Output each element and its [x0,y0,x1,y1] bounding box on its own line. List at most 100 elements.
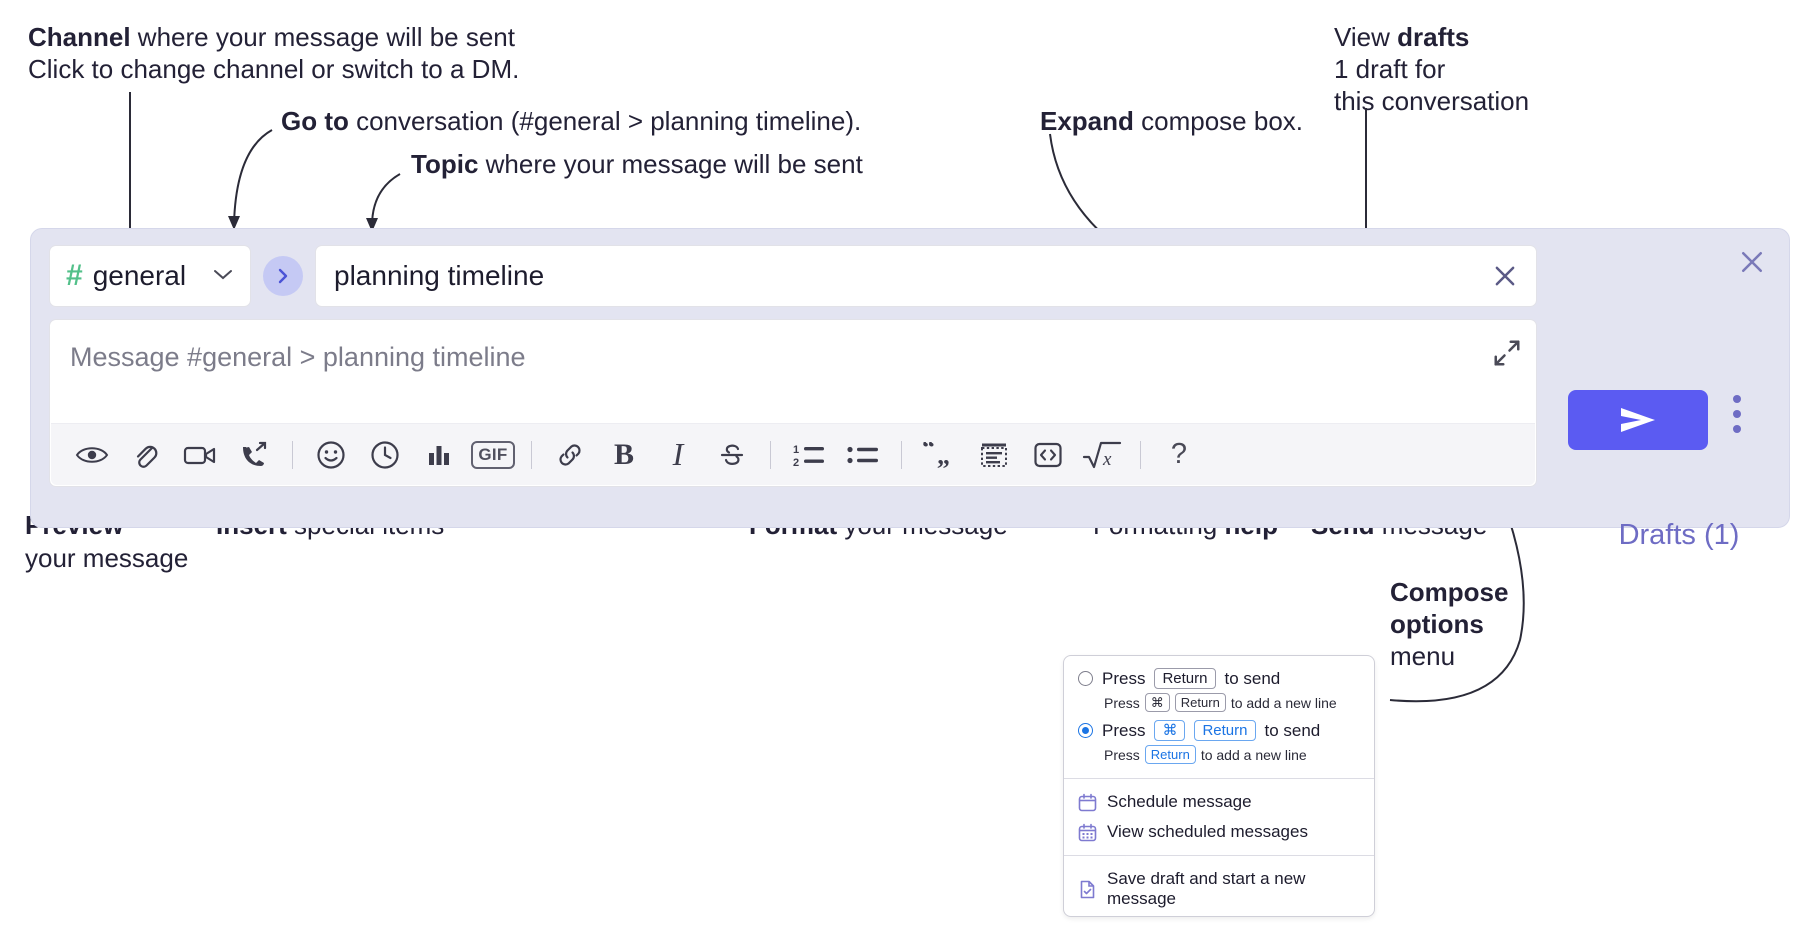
send-paper-plane-icon [1621,408,1655,432]
math-button[interactable]: x [1075,432,1129,478]
channel-selector[interactable]: # general [49,245,251,307]
send-button[interactable] [1568,390,1708,450]
more-vertical-icon-dot [1733,395,1741,403]
menu-item-label: View scheduled messages [1107,822,1308,841]
send-option-return-sub: Press ⌘ Return to add a new line [1104,693,1337,712]
bar-chart-icon [429,445,449,465]
document-check-icon [1080,880,1095,898]
more-vertical-icon-dot [1733,425,1741,433]
annotation-topic: Topic where your message will be sent [411,149,863,181]
code-block-button[interactable] [967,432,1021,478]
ordered-list-button[interactable]: 1 2 [782,432,836,478]
close-icon [1742,252,1762,272]
annotation-expand-bold: Expand [1040,106,1134,136]
option1-pre: Press [1102,668,1146,688]
compose-options-dropdown: Press Return to send Press ⌘ Return to a… [1063,655,1375,917]
calendar-grid-icon [1078,823,1097,841]
annotation-expand-rest: compose box. [1133,106,1304,136]
menu-divider [1064,778,1374,779]
preview-button[interactable] [65,432,119,478]
annotation-channel-rest: where your message will be sent [130,22,515,52]
inline-code-icon [1034,442,1062,467]
toolbar-separator [531,440,532,469]
blockquote-button[interactable]: “ „ [913,432,967,478]
strikethrough-button[interactable] [705,432,759,478]
video-camera-icon [183,446,216,464]
close-icon [1495,266,1515,286]
annotation-expand: Expand compose box. [1040,106,1303,138]
inline-code-button[interactable] [1021,432,1075,478]
reminder-button[interactable] [358,432,412,478]
drafts-label: Drafts (1) [1618,519,1740,551]
annotation-goto-bold: Go to [281,106,349,136]
annotation-compose-options-1: Compose [1390,577,1509,607]
formatting-help-button[interactable]: ? [1152,432,1206,478]
option1-post: to send [1224,668,1281,688]
key-return: Return [1194,720,1256,741]
expand-compose-button[interactable] [1492,338,1522,373]
menu-item-save-draft[interactable]: Save draft and start a new message [1064,864,1374,914]
poll-button[interactable] [412,432,466,478]
topic-input[interactable]: planning timeline [315,245,1537,307]
svg-text:„: „ [937,442,950,468]
send-option-cmd-return[interactable]: Press ⌘ Return to send [1064,718,1374,743]
help-question-icon: ? [1170,438,1188,470]
radio-cmd-return[interactable] [1078,723,1093,738]
link-button[interactable] [543,432,597,478]
svg-text:“: “ [922,442,935,462]
drafts-link[interactable]: Drafts (1) [1619,519,1740,552]
channel-name: general [92,260,187,291]
key-command: ⌘ [1144,693,1170,712]
menu-item-label: Schedule message [1107,792,1252,811]
menu-divider [1064,855,1374,856]
audio-clip-button[interactable] [227,432,281,478]
option2-pre: Press [1102,720,1146,740]
video-clip-button[interactable] [173,432,227,478]
annotation-compose-options-3: menu [1390,641,1456,671]
italic-button[interactable]: I [651,432,705,478]
audio-call-icon [243,441,267,466]
menu-item-schedule-message[interactable]: Schedule message [1064,787,1374,817]
bold-button[interactable]: B [597,432,651,478]
bold-icon: B [613,437,634,471]
message-input-area[interactable]: Message #general > planning timeline [49,319,1537,487]
radio-return[interactable] [1078,671,1093,686]
bulleted-list-button[interactable] [836,432,890,478]
close-compose-button[interactable] [1737,247,1767,282]
gif-icon: GIF [471,440,515,469]
send-option-cmd-return-sub: Press Return to add a new line [1104,745,1307,764]
more-vertical-icon-dot [1733,410,1741,418]
toolbar-separator [1140,440,1141,469]
goto-conversation-button[interactable] [263,256,303,296]
link-icon [559,443,581,466]
annotation-drafts-line3: this conversation [1334,86,1530,116]
svg-text:2: 2 [793,457,799,468]
annotation-drafts-bold: drafts [1397,22,1470,52]
annotation-topic-bold: Topic [411,149,479,179]
emoji-button[interactable] [304,432,358,478]
chevron-down-icon [212,267,234,286]
ordered-list-icon: 1 2 [793,444,824,468]
chevron-right-icon [278,268,288,284]
gif-button[interactable]: GIF [466,432,520,478]
menu-item-view-scheduled[interactable]: View scheduled messages [1064,817,1374,847]
key-command: ⌘ [1154,720,1186,741]
compose-widget: Drafts (1) # general [30,228,1790,551]
annotation-channel: Channel where your message will be sent [28,22,515,54]
attach-file-button[interactable] [119,432,173,478]
attachment-paperclip-icon [136,445,158,468]
math-sqrt-icon: x [1082,441,1122,470]
message-placeholder: Message #general > planning timeline [70,342,526,372]
send-option-return[interactable]: Press Return to send [1064,666,1374,691]
topic-clear-button[interactable] [1490,261,1520,291]
clock-icon [371,440,399,469]
toolbar-separator [292,440,293,469]
expand-diagonal-icon [1494,340,1520,366]
compose-options-menu-button[interactable] [1733,395,1741,433]
code-block-icon [981,443,1007,467]
annotation-channel-bold: Channel [28,22,131,52]
compose-header-row: # general planning timeline [49,245,1537,307]
bulleted-list-icon [847,446,878,463]
annotation-compose-options-2: options [1390,609,1484,639]
annotation-drafts: View drafts [1334,22,1469,54]
